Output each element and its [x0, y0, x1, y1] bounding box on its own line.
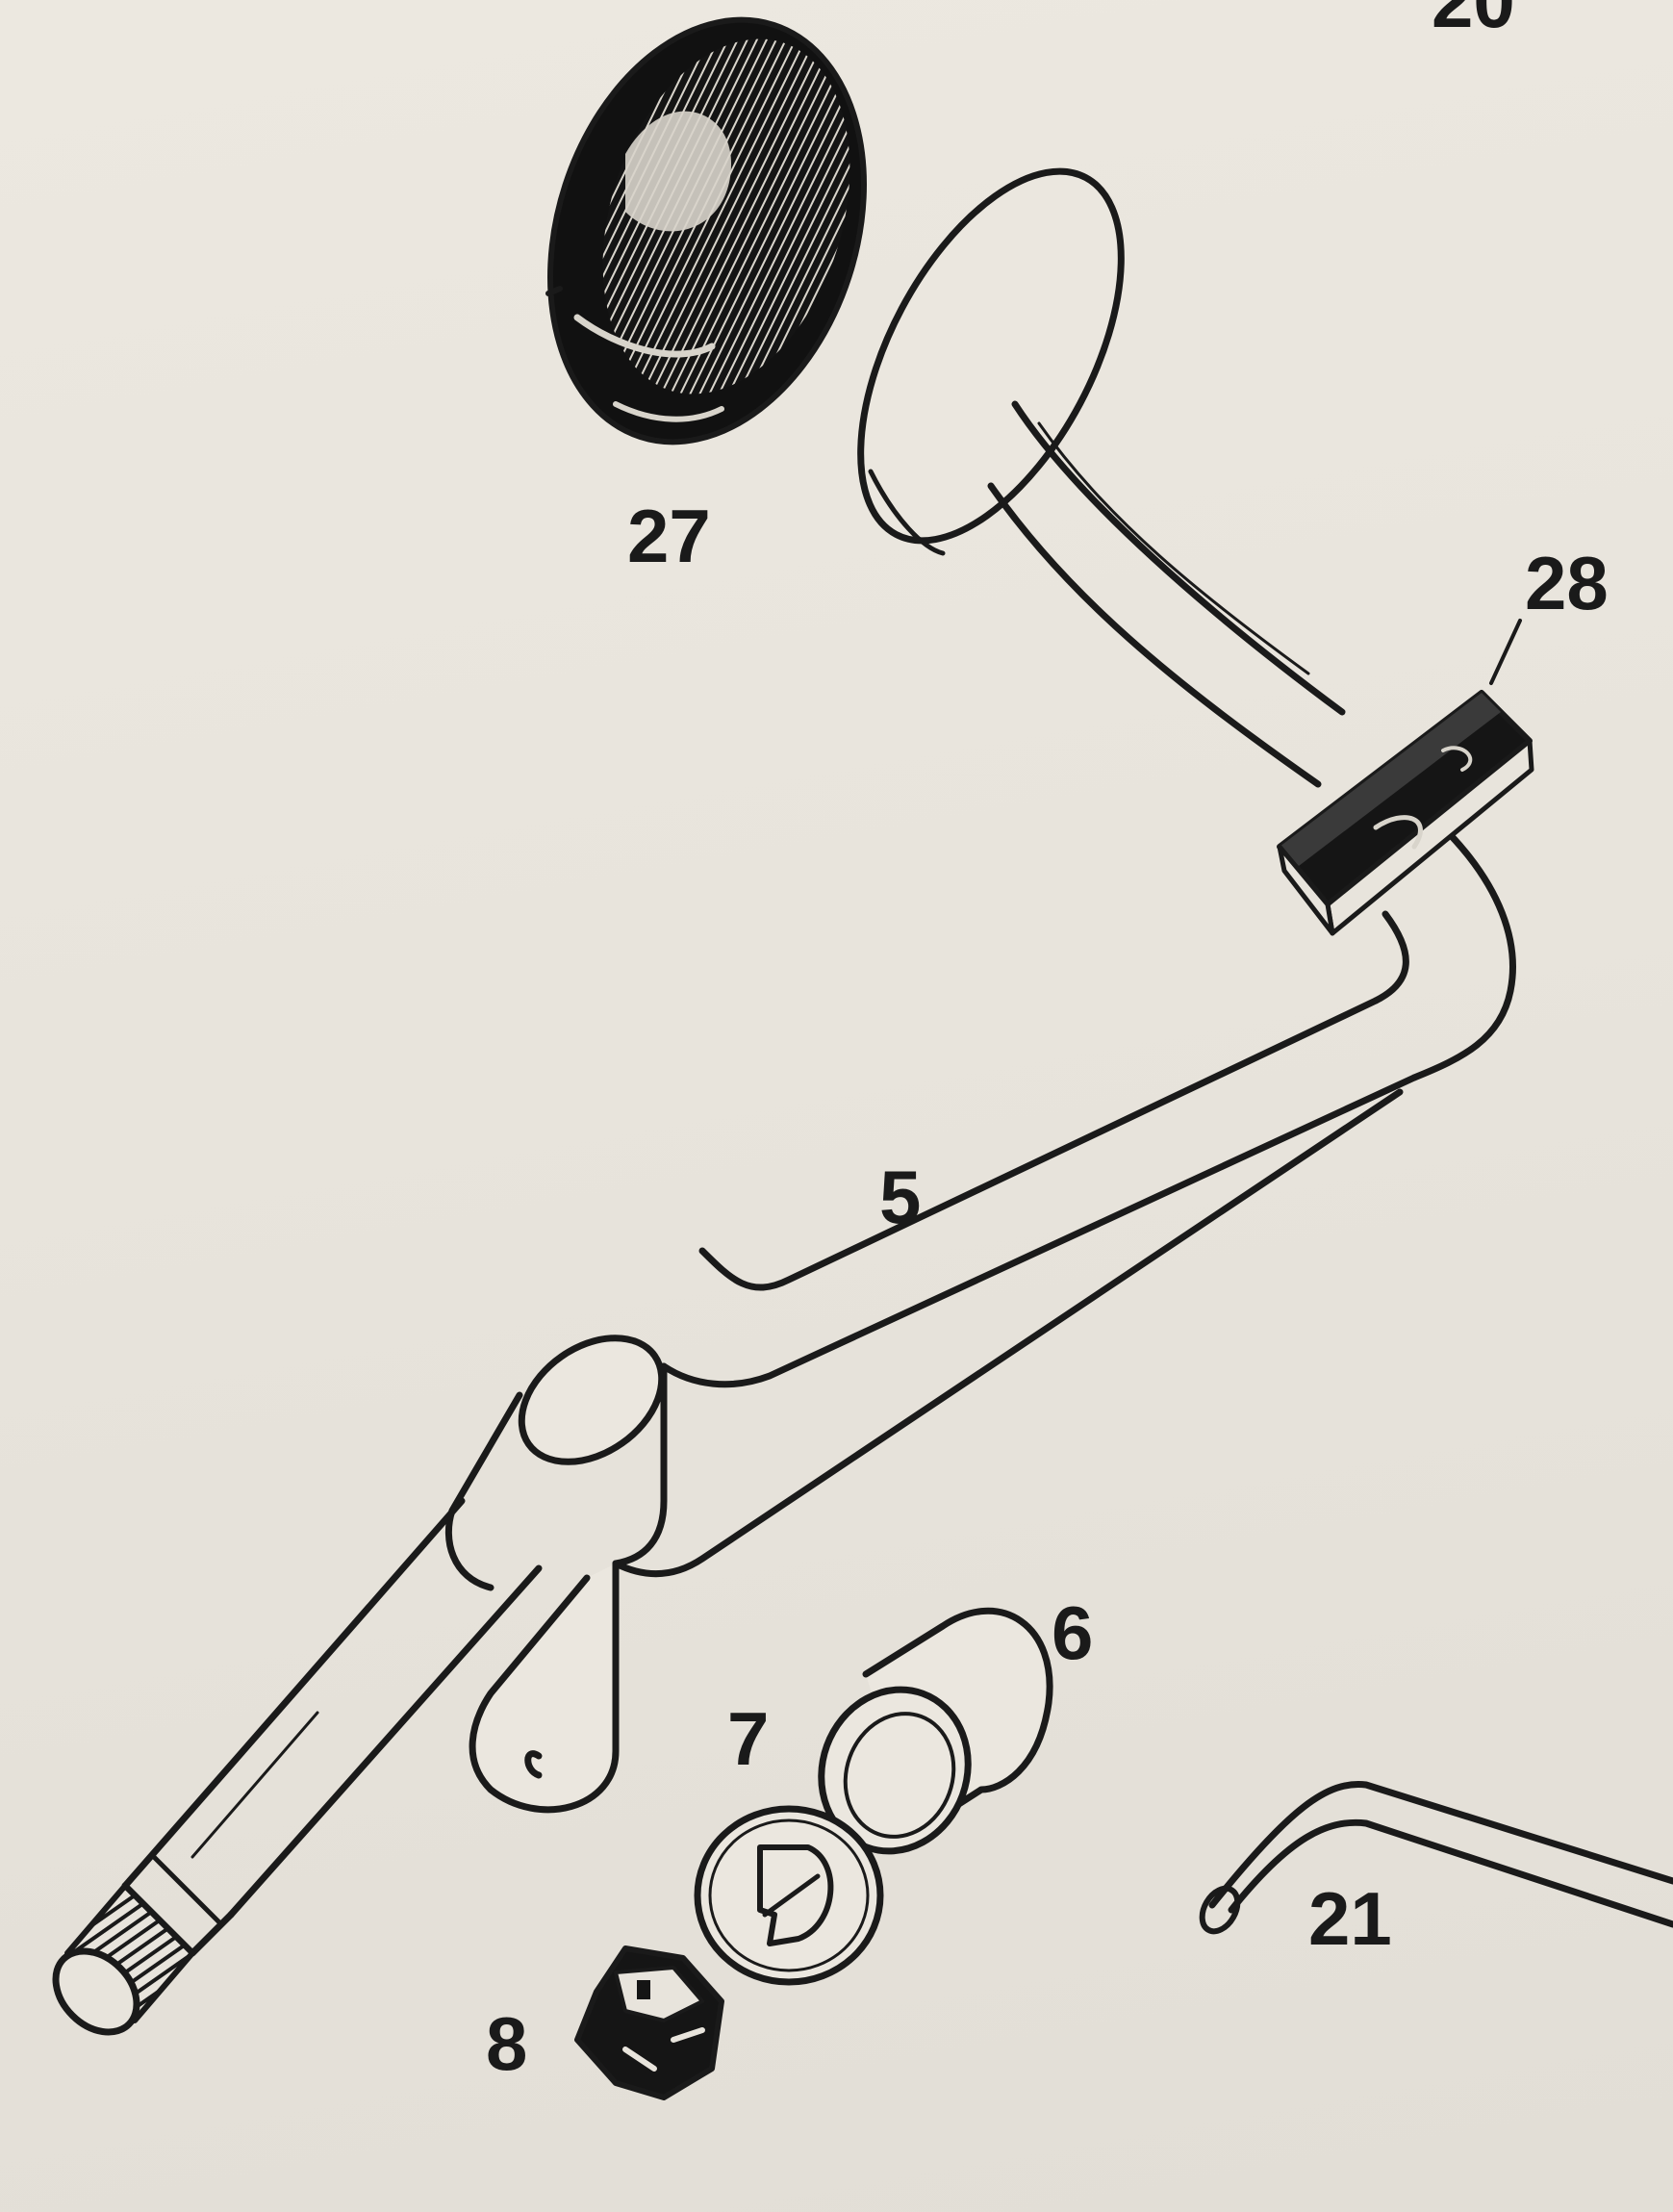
part-5-pedal-lever	[52, 167, 1516, 2036]
label-part-27: 27	[627, 494, 711, 578]
label-part-20: 20	[1432, 0, 1515, 43]
label-part-6: 6	[1052, 1590, 1094, 1675]
label-part-7: 7	[727, 1696, 770, 1781]
label-part-8: 8	[486, 2001, 528, 2086]
part-27-pedal-rubber	[545, 16, 867, 445]
label-part-21: 21	[1308, 1876, 1392, 1961]
label-part-28: 28	[1525, 541, 1609, 625]
part-6-bush	[818, 1607, 1053, 1855]
part-21-rod	[1199, 1780, 1673, 1935]
part-28-block	[1277, 619, 1534, 936]
part-8-nut	[574, 1945, 724, 2100]
part-7-washer	[694, 1805, 884, 1986]
label-part-5: 5	[879, 1155, 922, 1239]
